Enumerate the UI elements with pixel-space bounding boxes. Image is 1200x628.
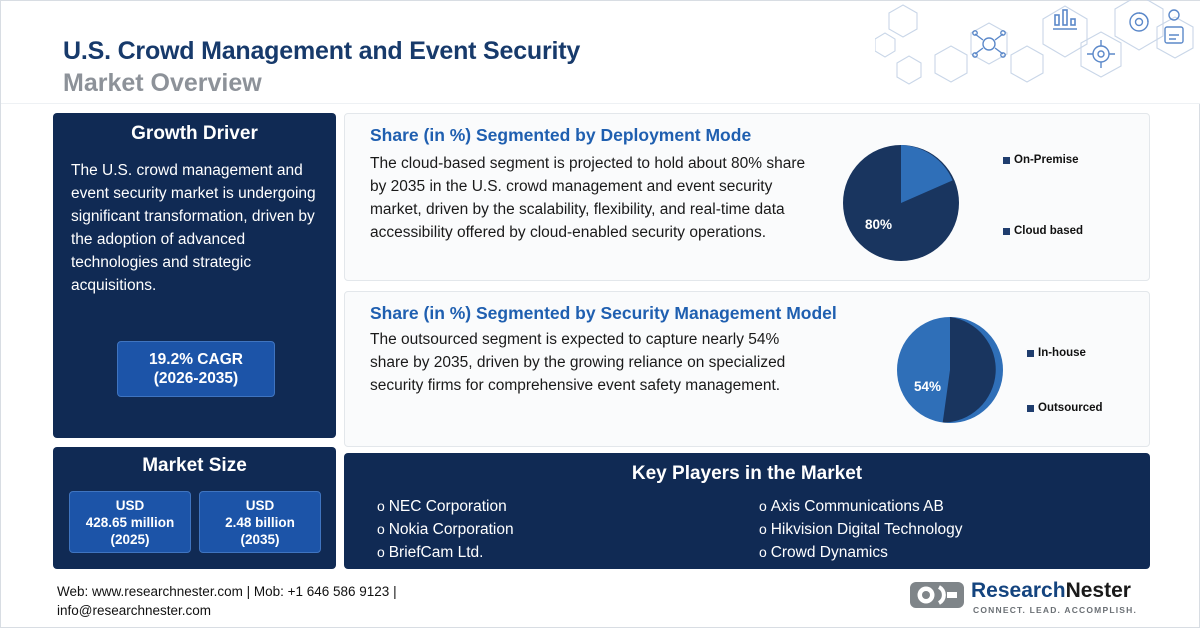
cagr-period: (2026-2035): [153, 370, 239, 387]
cagr-value: 19.2% CAGR: [149, 351, 243, 368]
page-title-line1: U.S. Crowd Management and Event Security: [63, 37, 581, 65]
market-size-year: (2035): [240, 531, 280, 547]
market-size-year: (2025): [110, 531, 150, 547]
legend-label: In-house: [1038, 347, 1086, 359]
legend-item-outsourced: Outsourced: [1027, 402, 1103, 414]
market-size-currency: USD: [115, 497, 145, 513]
growth-driver-title: Growth Driver: [131, 123, 258, 144]
logo-wordmark: ResearchNester: [971, 579, 1131, 603]
list-item: Hikvision Digital Technology: [759, 518, 963, 541]
pie-chart-security-management-model: 54%: [894, 314, 1006, 426]
footer-line-email: info@researchnester.com: [57, 603, 212, 618]
segment-description: The outsourced segment is expected to ca…: [370, 331, 786, 394]
pie-data-label: 54%: [914, 379, 942, 394]
market-size-badge-2035: USD 2.48 billion (2035): [199, 491, 321, 553]
legend-swatch-icon: [1027, 349, 1034, 357]
segment-description: The cloud-based segment is projected to …: [370, 155, 806, 241]
segment-title: Share (in %) Segmented by Security Manag…: [370, 303, 837, 323]
legend-item-cloud-based: Cloud based: [1003, 225, 1083, 237]
list-item: BriefCam Ltd.: [377, 541, 514, 564]
legend-swatch-icon: [1003, 156, 1010, 164]
market-size-card: Market Size USD 428.65 million (2025) US…: [53, 447, 336, 569]
legend-swatch-icon: [1003, 227, 1010, 235]
page-title-line2: Market Overview: [63, 69, 262, 97]
growth-driver-card: Growth Driver The U.S. crowd management …: [53, 113, 336, 438]
logo-word-nester: Nester: [1065, 579, 1131, 602]
logo-tagline: CONNECT. LEAD. ACCOMPLISH.: [973, 605, 1138, 615]
key-players-column-left: NEC Corporation Nokia Corporation BriefC…: [377, 495, 514, 564]
growth-driver-body: The U.S. crowd management and event secu…: [71, 162, 316, 294]
decorative-hexagon-icons: [875, 0, 1194, 85]
pie-data-label: 80%: [865, 217, 893, 232]
legend-label: Cloud based: [1014, 225, 1084, 237]
market-size-value: 2.48 billion: [225, 514, 295, 530]
market-size-currency: USD: [245, 497, 275, 513]
logo-word-research: Research: [971, 579, 1066, 602]
pie-svg: [897, 317, 1003, 423]
legend-label: On-Premise: [1014, 154, 1079, 166]
legend-item-on-premise: On-Premise: [1003, 154, 1079, 166]
research-nester-logo: ResearchNester CONNECT. LEAD. ACCOMPLISH…: [909, 579, 1149, 617]
segment-title: Share (in %) Segmented by Deployment Mod…: [370, 125, 752, 145]
footer-line-web: Web: www.researchnester.com | Mob: +1 64…: [57, 584, 397, 599]
cagr-badge: 19.2% CAGR (2026-2035): [117, 341, 275, 397]
list-item: Nokia Corporation: [377, 518, 514, 541]
legend-swatch-icon: [1027, 404, 1034, 412]
key-players-title: Key Players in the Market: [631, 463, 863, 484]
legend-label: Outsourced: [1038, 402, 1103, 414]
logo-mark-icon: [910, 582, 964, 608]
pie-svg: [843, 145, 959, 261]
segment-card-deployment-mode: Share (in %) Segmented by Deployment Mod…: [344, 113, 1150, 281]
key-players-card: Key Players in the Market NEC Corporatio…: [344, 453, 1150, 569]
market-size-value: 428.65 million: [85, 514, 175, 530]
footer-contact: Web: www.researchnester.com | Mob: +1 64…: [57, 582, 577, 620]
list-item: Axis Communications AB: [759, 495, 963, 518]
pie-chart-deployment-mode: 80%: [840, 142, 962, 264]
segment-card-security-management-model: Share (in %) Segmented by Security Manag…: [344, 291, 1150, 447]
page-header: U.S. Crowd Management and Event Security…: [1, 0, 1200, 104]
legend-item-in-house: In-house: [1027, 347, 1086, 359]
key-players-column-right: Axis Communications AB Hikvision Digital…: [759, 495, 963, 564]
list-item: Crowd Dynamics: [759, 541, 963, 564]
market-size-badge-2025: USD 428.65 million (2025): [69, 491, 191, 553]
list-item: NEC Corporation: [377, 495, 514, 518]
market-size-title: Market Size: [142, 455, 247, 476]
